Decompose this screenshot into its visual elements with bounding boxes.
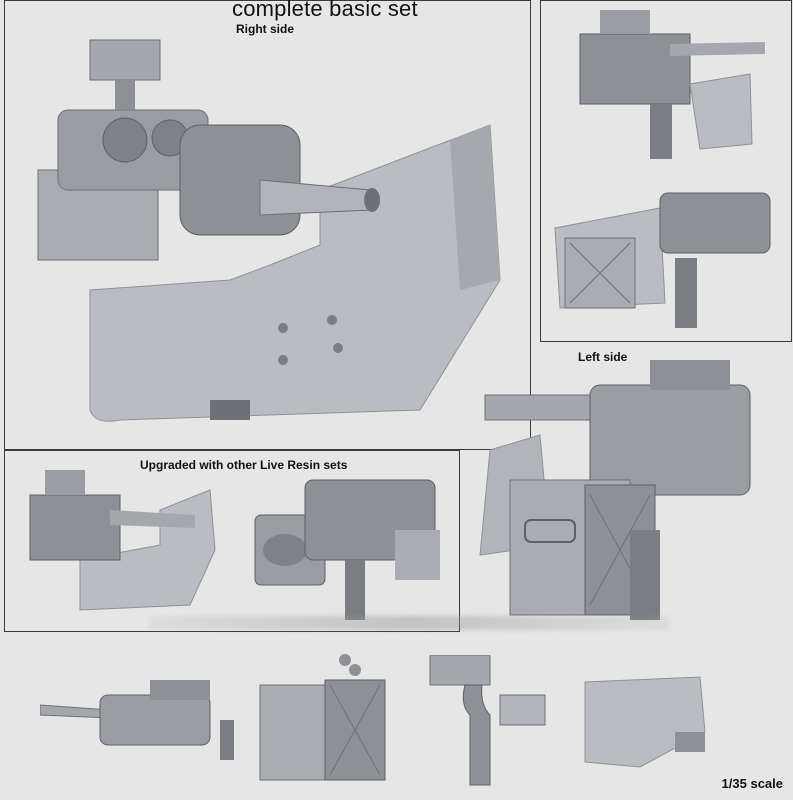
left-side-caption: Left side (578, 350, 628, 364)
ammo-box-part-render (259, 654, 386, 781)
weapon-station-right-side-render (37, 39, 501, 422)
mount-part-render (429, 655, 546, 786)
shield-plate-part-render (584, 676, 706, 768)
scale-label: 1/35 scale (721, 776, 783, 791)
main-panel-border (4, 0, 531, 450)
upgraded-panel-border (4, 450, 460, 632)
right-side-caption: Right side (236, 22, 295, 36)
upgraded-set-front-render (29, 470, 216, 611)
weapon-left-view-bottom-render (554, 192, 771, 328)
left-side-panel-border (540, 0, 792, 342)
upgraded-caption: Upgraded with other Live Resin sets (140, 458, 348, 472)
gun-part-render (40, 680, 234, 760)
weapon-left-side-large-render (479, 360, 751, 620)
weapon-left-view-top-render (579, 10, 765, 159)
blurred-text-band (150, 616, 670, 630)
page-title: complete basic set (232, 0, 418, 21)
upgraded-set-rear-render (254, 479, 440, 620)
